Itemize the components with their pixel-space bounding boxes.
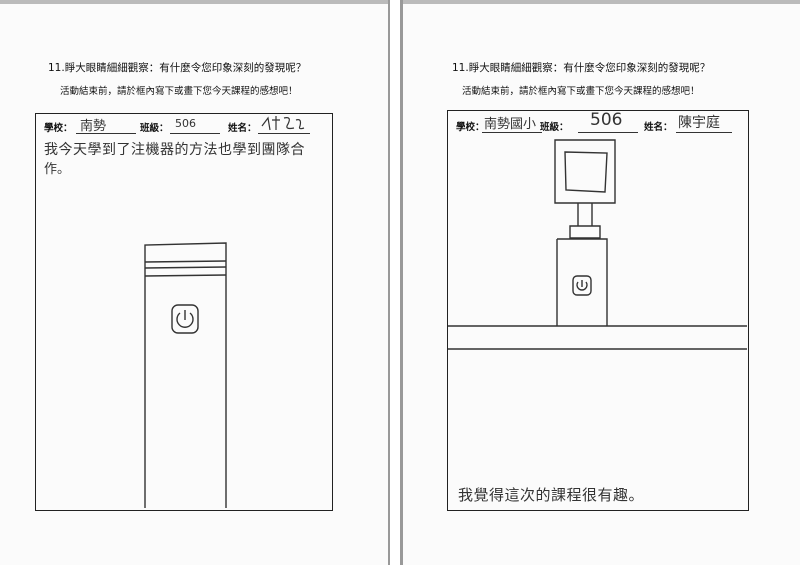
name-label: 姓名： (644, 122, 673, 133)
class-value: 506 (175, 117, 196, 130)
scan-edge-right (388, 0, 391, 565)
worksheet-left: 11.睜大眼睛細細觀察：有什麼令您印象深刻的發現呢？ 活動結束前，請於框內寫下或… (0, 0, 391, 565)
power-icon (572, 275, 592, 296)
name-label: 姓名： (228, 123, 257, 134)
comment-line-1: 我今天學到了注機器的方法也學到團隊合 (44, 142, 305, 158)
question-text: 11.睜大眼睛細細觀察：有什麼令您印象深刻的發現呢？ (452, 62, 711, 74)
power-icon (171, 304, 199, 334)
school-underline (482, 132, 542, 133)
school-label: 學校： (456, 122, 485, 133)
question-text: 11.睜大眼睛細細觀察：有什麼令您印象深刻的發現呢？ (48, 62, 307, 74)
class-value: 506 (590, 110, 623, 130)
school-underline (76, 133, 136, 134)
school-value: 南勢 (80, 119, 107, 134)
class-underline (578, 132, 638, 133)
power-button-tower-drawing (144, 242, 227, 508)
class-label: 班級： (540, 122, 569, 133)
name-value: 陳宇庭 (678, 115, 720, 131)
instruction-text: 活動結束前，請於框內寫下或畫下您今天課程的感想吧！ (462, 86, 700, 97)
name-underline (676, 132, 732, 133)
response-frame (447, 110, 749, 511)
school-label: 學校： (44, 123, 73, 134)
class-label: 班級： (140, 123, 169, 134)
name-underline (258, 133, 310, 134)
instruction-text: 活動結束前，請於框內寫下或畫下您今天課程的感想吧！ (60, 86, 298, 97)
kiosk-with-screen-drawing (448, 139, 747, 350)
comment-line-2: 作。 (44, 162, 71, 177)
worksheet-right: 11.睜大眼睛細細觀察：有什麼令您印象深刻的發現呢？ 活動結束前，請於框內寫下或… (400, 0, 800, 565)
scan-edge-top (0, 0, 390, 4)
response-frame (35, 113, 333, 511)
scan-edge-top (400, 0, 800, 4)
name-scribble (261, 116, 305, 131)
class-underline (170, 133, 220, 134)
page-gap (390, 0, 400, 565)
school-value: 南勢國小 (484, 117, 537, 132)
comment-text: 我覺得這次的課程很有趣。 (458, 486, 645, 504)
scan-edge-left (400, 0, 403, 565)
